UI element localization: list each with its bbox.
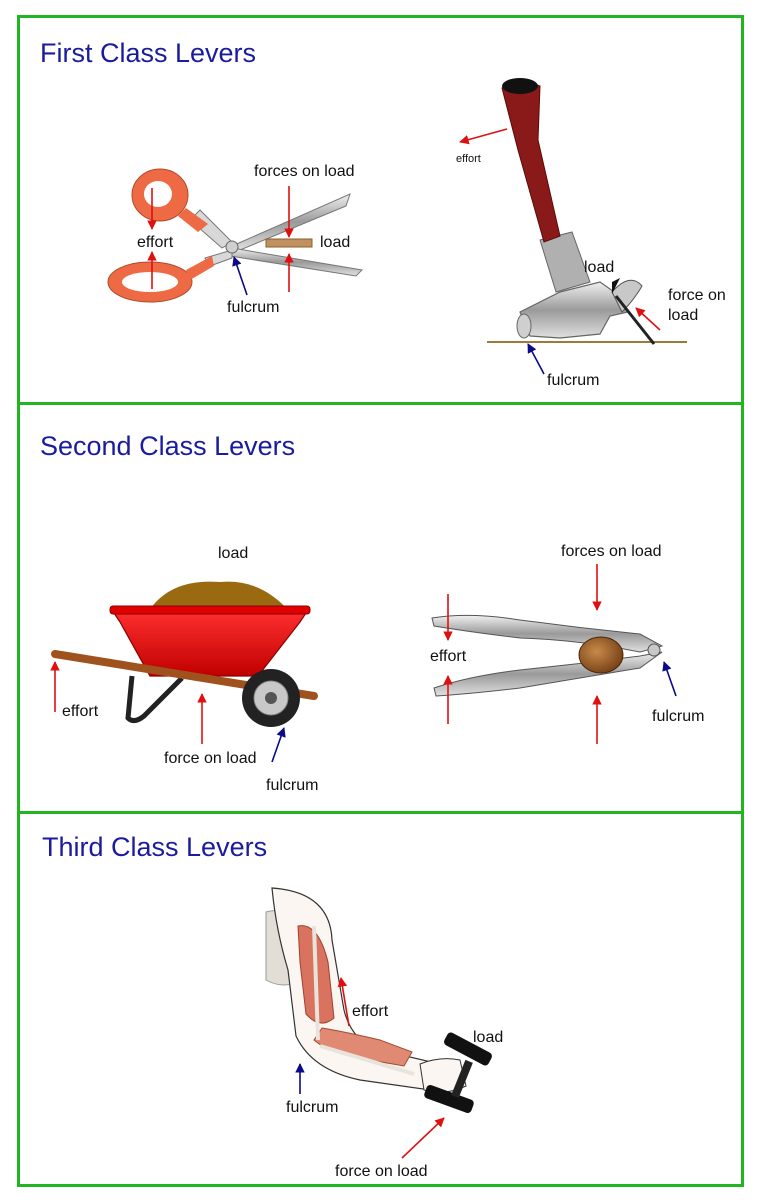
arm-load-label: load (473, 1029, 503, 1046)
wheelbarrow-illustration (51, 581, 318, 727)
section-title: Third Class Levers (42, 832, 267, 862)
scissors-load-block (265, 238, 313, 248)
hammer-force-on-load-label-2: load (668, 307, 698, 324)
wheelbarrow-force-on-load-label: force on load (164, 750, 257, 767)
wheelbarrow-fulcrum-label: fulcrum (266, 777, 318, 794)
nutcracker-forces-on-load-label: forces on load (561, 543, 662, 560)
scissors-illustration (107, 168, 364, 303)
hammer-fulcrum-label: fulcrum (547, 372, 599, 389)
nutcracker-arrows (443, 564, 677, 744)
wheelbarrow-arrows (50, 661, 286, 763)
section-frames (17, 15, 744, 1187)
nutcracker-effort-label: effort (430, 648, 467, 665)
scissors-fulcrum-label: fulcrum (227, 299, 279, 316)
section-first-class: First Class Levers effort forces on load… (40, 38, 726, 389)
arm-force-on-load-label: force on load (335, 1163, 428, 1180)
arm-arrows (295, 977, 445, 1159)
scissors-arrows (147, 186, 294, 296)
section-title: First Class Levers (40, 38, 256, 68)
hammer-arrows (459, 128, 661, 375)
nutcracker-fulcrum-label: fulcrum (652, 708, 704, 725)
scissors-forces-on-load-label: forces on load (254, 163, 355, 180)
scissors-load-label: load (320, 234, 350, 251)
hammer-force-on-load-label-1: force on (668, 287, 726, 304)
wheelbarrow-load-label: load (218, 545, 248, 562)
arm-fulcrum-label: fulcrum (286, 1099, 338, 1116)
hammer-load-label: load (584, 259, 614, 276)
section-title: Second Class Levers (40, 431, 295, 461)
section-second-class: Second Class Levers load effort force on… (40, 431, 704, 794)
hammer-illustration (487, 78, 687, 345)
arm-illustration (265, 887, 492, 1114)
section-third-class: Third Class Levers effort load fulcrum f… (42, 832, 503, 1180)
hammer-effort-label: effort (456, 153, 481, 165)
wheelbarrow-effort-label: effort (62, 703, 99, 720)
scissors-effort-label: effort (137, 234, 174, 251)
nutcracker-illustration (431, 614, 664, 697)
arm-effort-label: effort (352, 1003, 389, 1020)
